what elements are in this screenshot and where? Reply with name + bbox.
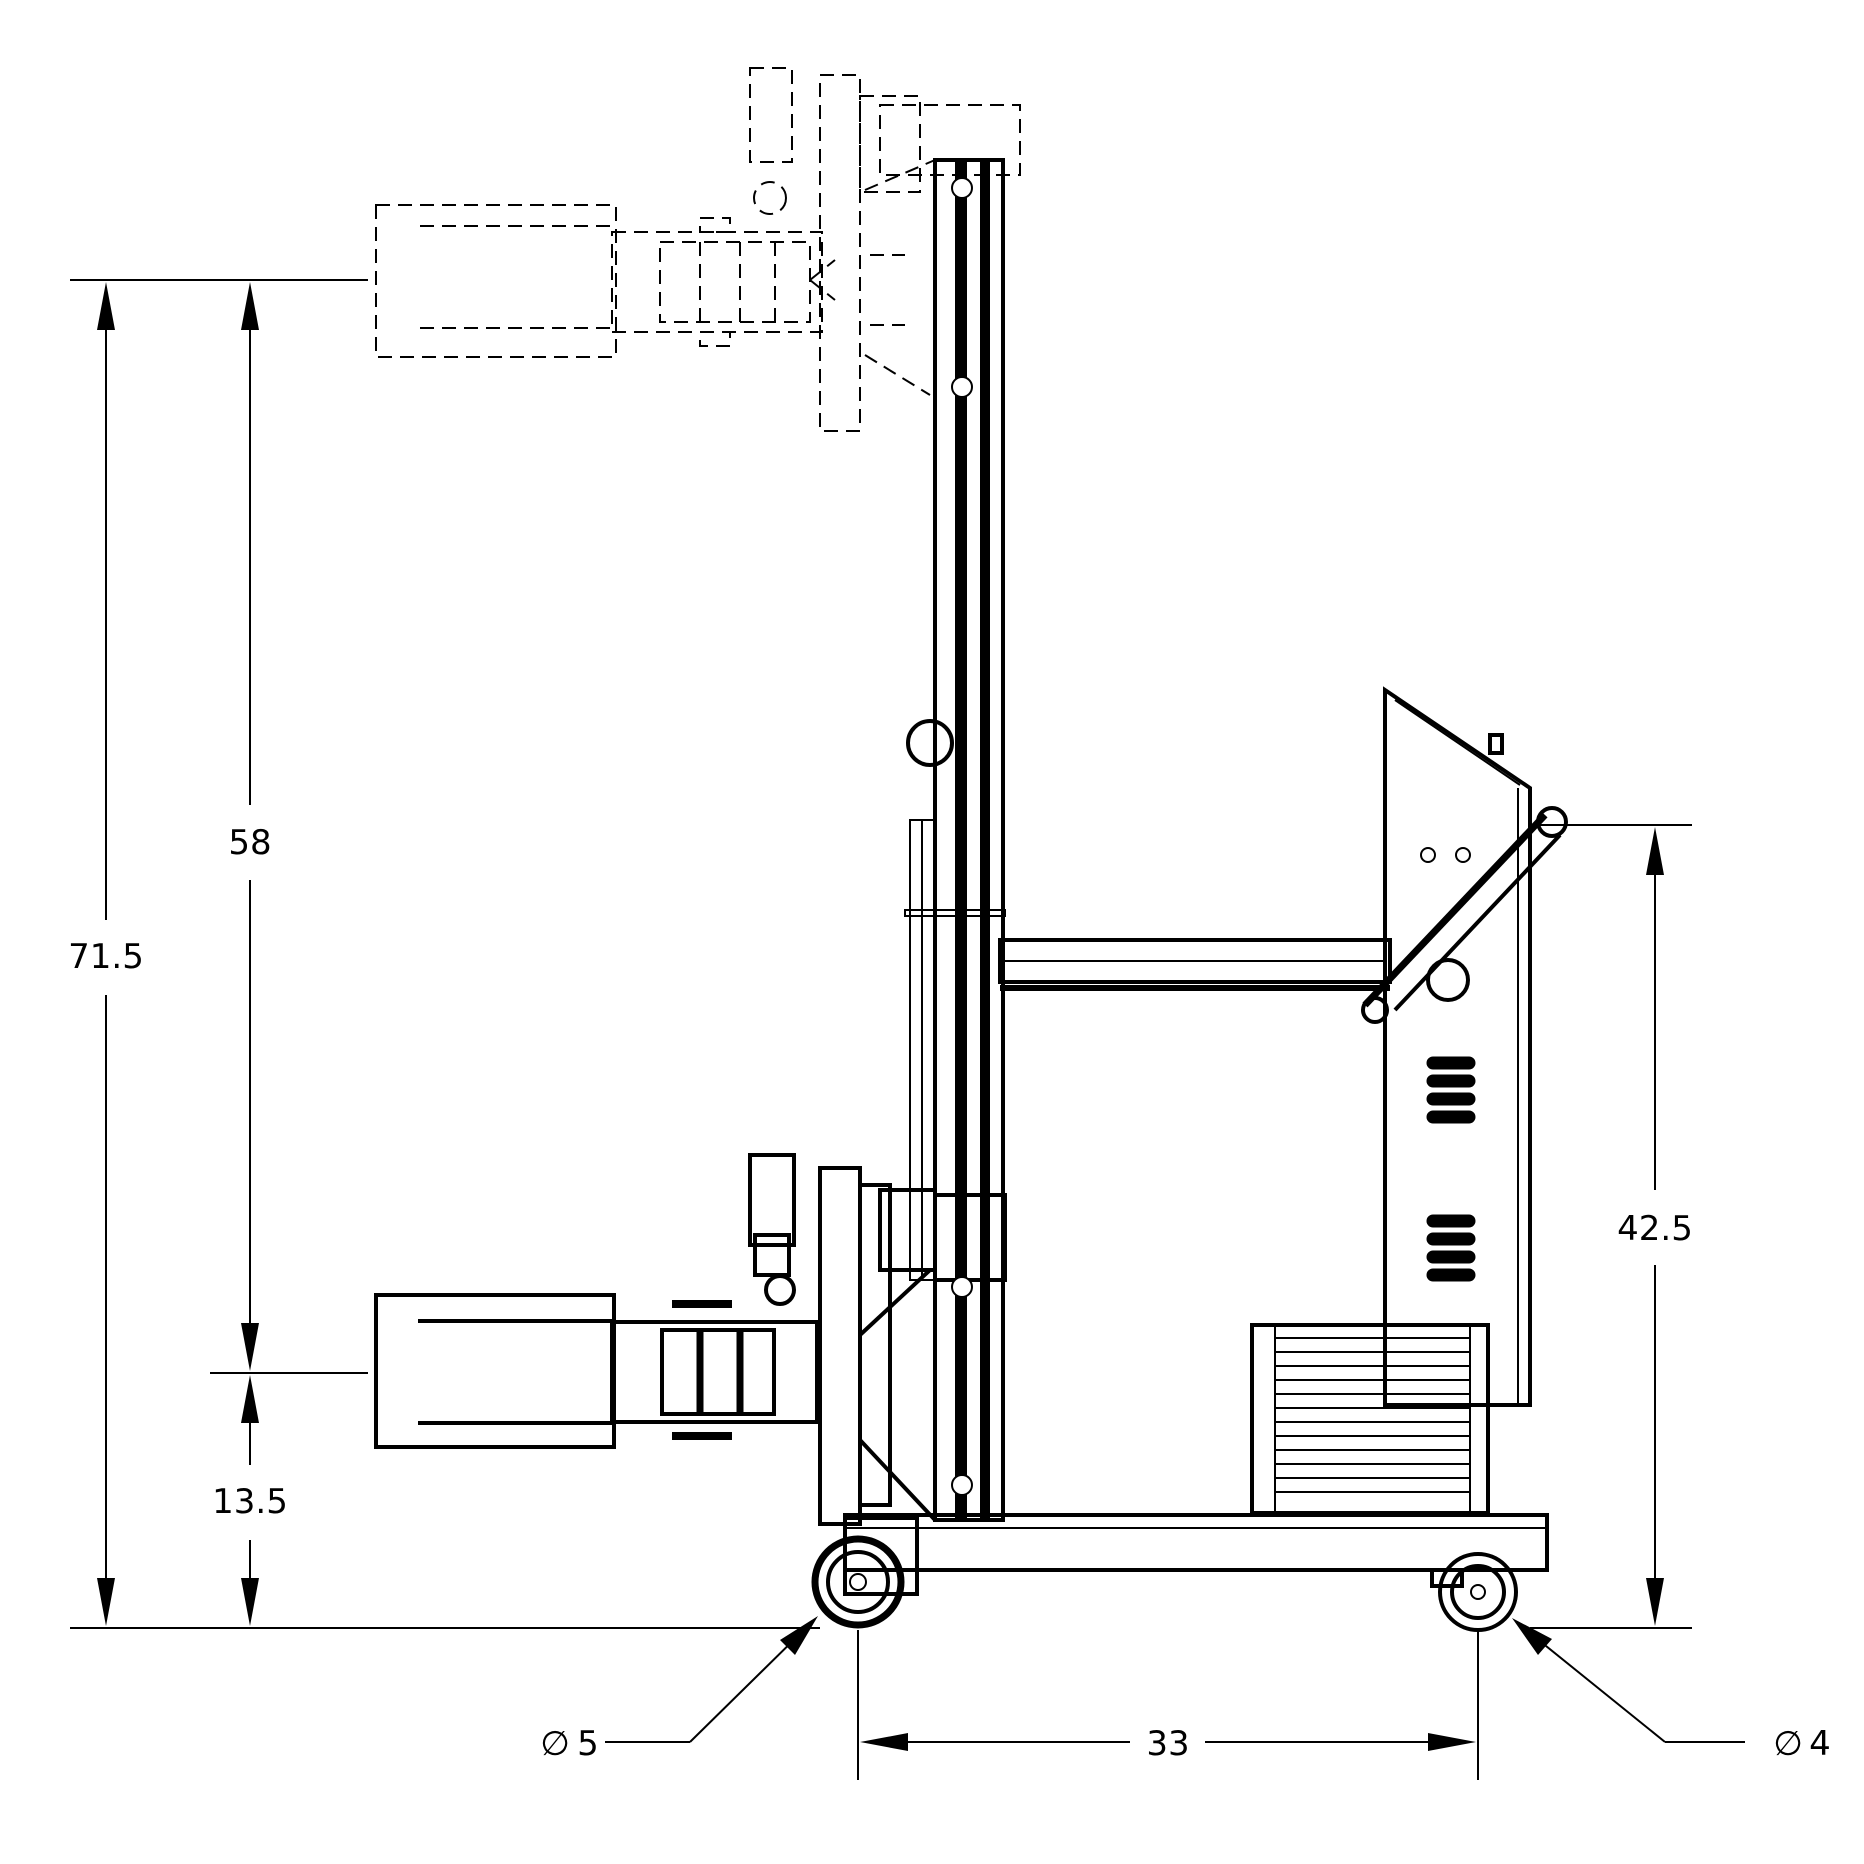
diameter-symbol-rear: ∅ (1773, 1724, 1803, 1764)
dim-front-wheel-diameter: 5 (577, 1724, 599, 1764)
dimension-lines (70, 279, 1745, 1780)
vent-slots-upper (1426, 1056, 1476, 1124)
dim-rear-wheel-diameter: 4 (1809, 1724, 1831, 1764)
lowered-forks (374, 1153, 1007, 1526)
vent-slots-lower (1426, 1214, 1476, 1282)
dim-lift-travel: 58 (228, 823, 271, 863)
battery (1250, 1323, 1490, 1515)
handle-icon (1361, 806, 1568, 1024)
front-wheel (811, 1535, 905, 1629)
diameter-symbol-front: ∅ (540, 1724, 570, 1764)
raised-forks-phantom (375, 67, 1021, 432)
rear-wheel (1438, 1552, 1518, 1632)
mast (904, 158, 1006, 1522)
dimension-text: 71.5 58 13.5 42.5 33 ∅ 5 ∅ 4 (68, 823, 1831, 1764)
control-box (998, 686, 1568, 1407)
dim-overall-height: 71.5 (68, 937, 144, 977)
dim-wheelbase: 33 (1146, 1724, 1189, 1764)
dim-min-height: 13.5 (212, 1482, 288, 1522)
dim-handle-height: 42.5 (1617, 1209, 1693, 1249)
